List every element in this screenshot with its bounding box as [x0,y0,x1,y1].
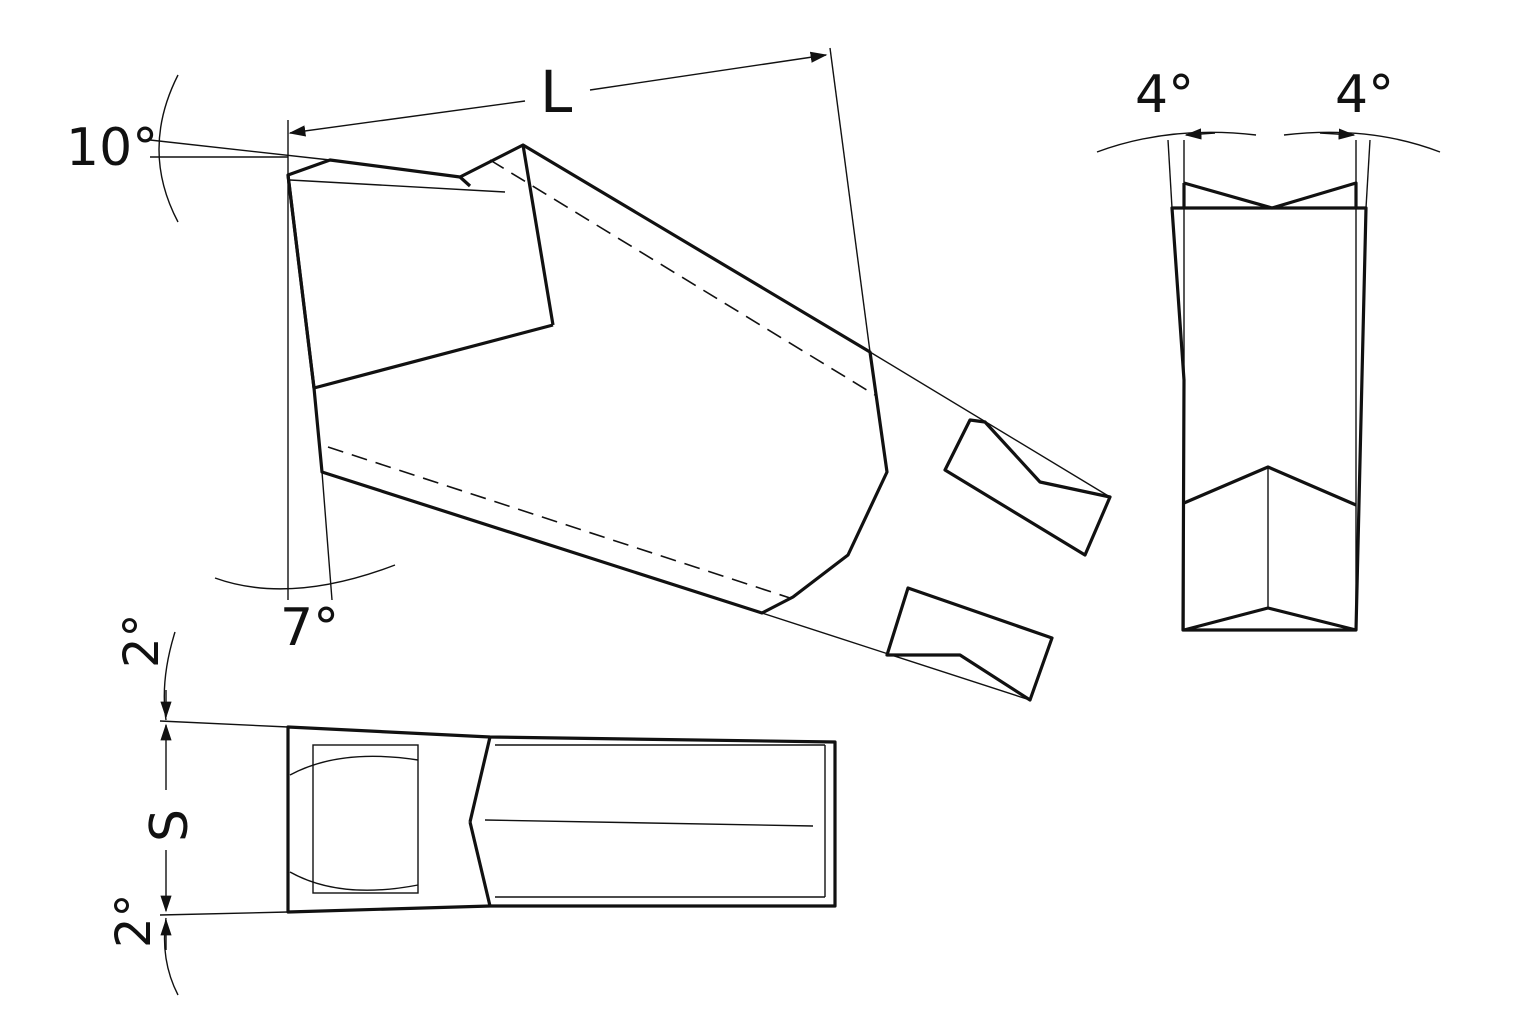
top-angle-label: 10° [66,118,158,178]
top-view [149,47,1111,701]
side-view [159,631,837,996]
length-label: L [540,58,572,126]
right-angle-left-label: 4° [1135,65,1194,125]
side-angle-top-label: 2° [114,613,170,668]
thickness-label: S [140,809,200,842]
section-views [885,418,1112,702]
right-angle-right-label: 4° [1335,65,1394,125]
side-angle-bottom-label: 2° [106,893,162,948]
end-view [1096,128,1441,632]
bottom-angle-label: 7° [280,598,339,658]
